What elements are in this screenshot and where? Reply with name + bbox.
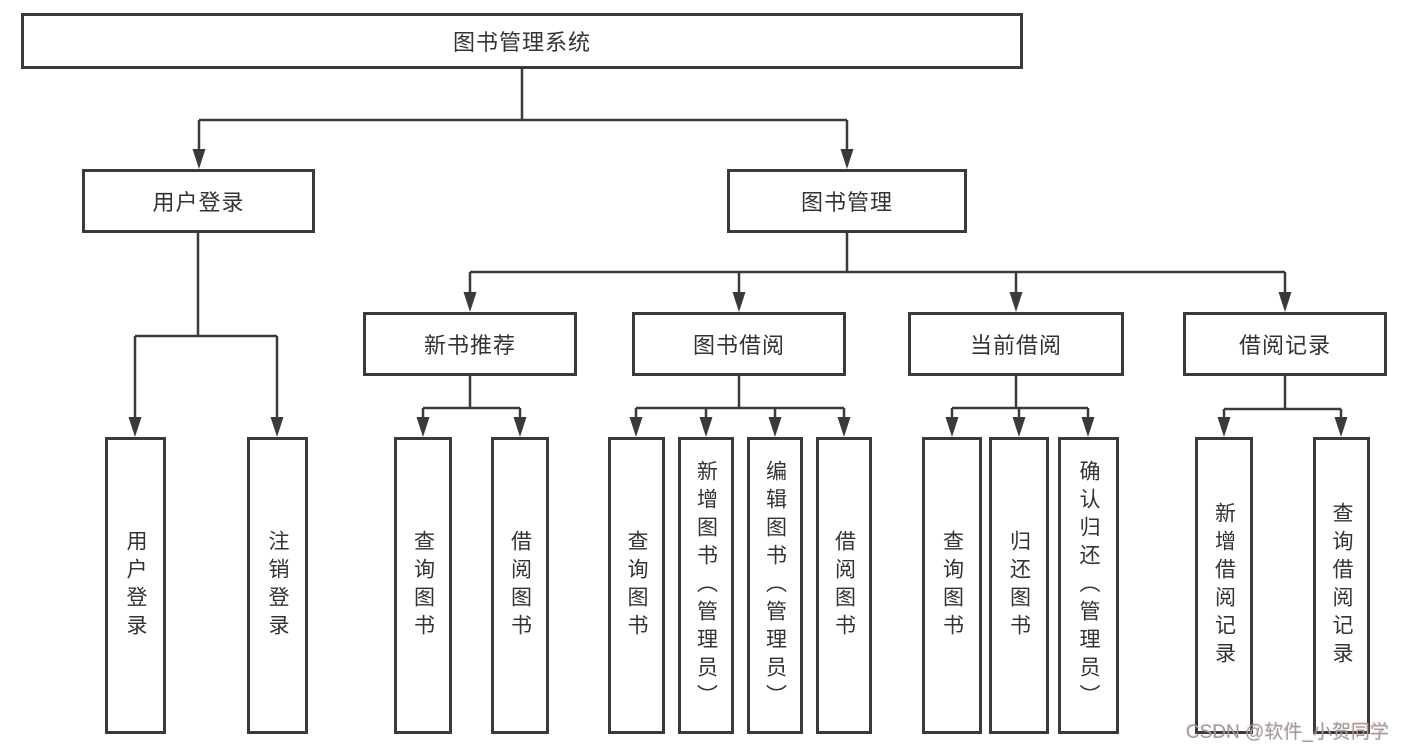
leaf-logout: 注销登录 <box>247 437 308 734</box>
node-book-management-label: 图书管理 <box>800 190 893 215</box>
node-user-login: 用户登录 <box>82 169 315 233</box>
leaf-user-login-label: 用户登录 <box>124 529 147 642</box>
leaf-edit-books-admin: 编辑图书（管理员） <box>747 437 803 734</box>
leaf-borrowing-query-books: 查询图书 <box>608 437 665 734</box>
leaf-confirm-return-admin: 确认归还（管理员） <box>1058 437 1119 734</box>
leaf-current-query-books-label: 查询图书 <box>940 529 964 642</box>
leaf-borrowing-borrow-books: 借阅图书 <box>816 437 872 734</box>
node-book-management: 图书管理 <box>727 169 967 233</box>
leaf-add-books-admin-label: 新增图书（管理员） <box>694 459 718 712</box>
leaf-add-borrow-record: 新增借阅记录 <box>1195 437 1253 734</box>
leaf-borrowing-borrow-books-label: 借阅图书 <box>832 529 856 642</box>
node-user-login-label: 用户登录 <box>152 190 245 215</box>
leaf-recommend-query-books-label: 查询图书 <box>411 529 435 642</box>
node-book-borrowing: 图书借阅 <box>632 312 846 376</box>
node-borrowing-records: 借阅记录 <box>1183 312 1387 376</box>
leaf-recommend-borrow-books-label: 借阅图书 <box>508 529 532 642</box>
leaf-confirm-return-admin-label: 确认归还（管理员） <box>1077 459 1100 712</box>
leaf-edit-books-admin-label: 编辑图书（管理员） <box>763 459 787 712</box>
node-current-borrowing: 当前借阅 <box>908 312 1124 376</box>
leaf-recommend-query-books: 查询图书 <box>394 437 452 734</box>
node-root: 图书管理系统 <box>21 13 1023 69</box>
leaf-query-borrow-record-label: 查询借阅记录 <box>1330 501 1353 670</box>
node-book-borrowing-label: 图书借阅 <box>692 333 785 358</box>
leaf-current-query-books: 查询图书 <box>922 437 982 734</box>
leaf-recommend-borrow-books: 借阅图书 <box>491 437 549 734</box>
leaf-return-books-label: 归还图书 <box>1007 529 1031 642</box>
leaf-user-login: 用户登录 <box>105 437 166 734</box>
node-new-book-recommendation: 新书推荐 <box>363 312 577 376</box>
leaf-add-borrow-record-label: 新增借阅记录 <box>1212 501 1236 670</box>
leaf-borrowing-query-books-label: 查询图书 <box>625 529 648 642</box>
node-current-borrowing-label: 当前借阅 <box>969 333 1062 358</box>
node-root-label: 图书管理系统 <box>452 30 591 55</box>
csdn-watermark: CSDN @软件_小贺同学 <box>1186 722 1389 743</box>
leaf-add-books-admin: 新增图书（管理员） <box>678 437 734 734</box>
leaf-query-borrow-record: 查询借阅记录 <box>1313 437 1370 734</box>
leaf-logout-label: 注销登录 <box>266 529 289 642</box>
leaf-return-books: 归还图书 <box>989 437 1049 734</box>
node-new-book-recommendation-label: 新书推荐 <box>423 333 516 358</box>
node-borrowing-records-label: 借阅记录 <box>1238 333 1331 358</box>
